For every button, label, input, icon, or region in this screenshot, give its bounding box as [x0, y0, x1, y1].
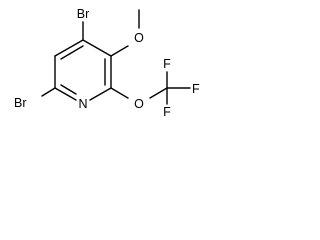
- bond-n-c6: [54, 87, 77, 101]
- bond-c5-c4: [54, 39, 84, 57]
- chemical-structure: Br O Br N O F F F: [14, 7, 200, 119]
- bond-c2-o-ether: [110, 87, 129, 99]
- bond-c2-n: [89, 87, 112, 101]
- atom-f-bottom: F: [163, 105, 171, 119]
- atom-f-right: F: [192, 82, 200, 96]
- atom-labels: Br O Br N O F F F: [14, 7, 200, 119]
- atom-br-top: Br: [77, 7, 90, 21]
- bond-c3-o-methoxy: [110, 45, 129, 57]
- atom-o-ether: O: [134, 97, 144, 111]
- bond-c4-c3: [82, 39, 112, 57]
- atom-f-top: F: [163, 57, 171, 71]
- atom-n-ring: N: [78, 97, 87, 111]
- bond-n-c6-inner: [60, 84, 77, 95]
- bond-c5-c4-inner: [60, 45, 84, 60]
- bond-c6-br: [41, 87, 56, 97]
- atom-o-methoxy: O: [134, 31, 144, 45]
- atom-br-left: Br: [14, 96, 27, 110]
- bond-o-cf3: [149, 87, 168, 99]
- bonds: [41, 9, 191, 105]
